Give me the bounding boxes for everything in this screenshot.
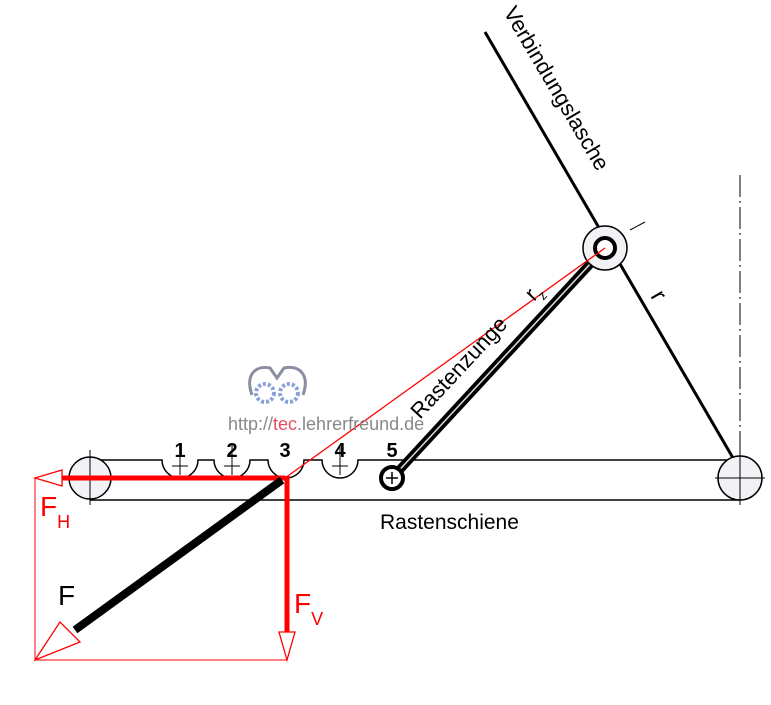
arrowhead-f-icon xyxy=(33,620,82,662)
arrowhead-fh-icon xyxy=(32,469,63,487)
radius-rz-line xyxy=(284,247,606,479)
label-rz: rz xyxy=(519,278,550,308)
watermark-logo-icon xyxy=(248,365,307,404)
pivot-joint xyxy=(582,221,646,271)
label-r: r xyxy=(645,285,672,306)
label-f: F xyxy=(58,580,75,611)
label-fh: FH xyxy=(40,491,70,532)
notch-label-1: 1 xyxy=(174,440,185,462)
notch-label-3: 3 xyxy=(279,440,290,462)
notch-label-5: 5 xyxy=(386,440,397,462)
watermark-url: http://tec.lehrerfreund.de xyxy=(228,414,424,434)
label-rastenschiene: Rastenschiene xyxy=(380,511,519,534)
notch-label-2: 2 xyxy=(226,440,237,462)
force-f-arrow xyxy=(72,476,285,634)
label-fv: FV xyxy=(294,588,323,629)
arrowhead-fv-icon xyxy=(278,631,296,663)
force-parallelogram xyxy=(34,478,287,661)
notch-label-4: 4 xyxy=(334,440,346,462)
